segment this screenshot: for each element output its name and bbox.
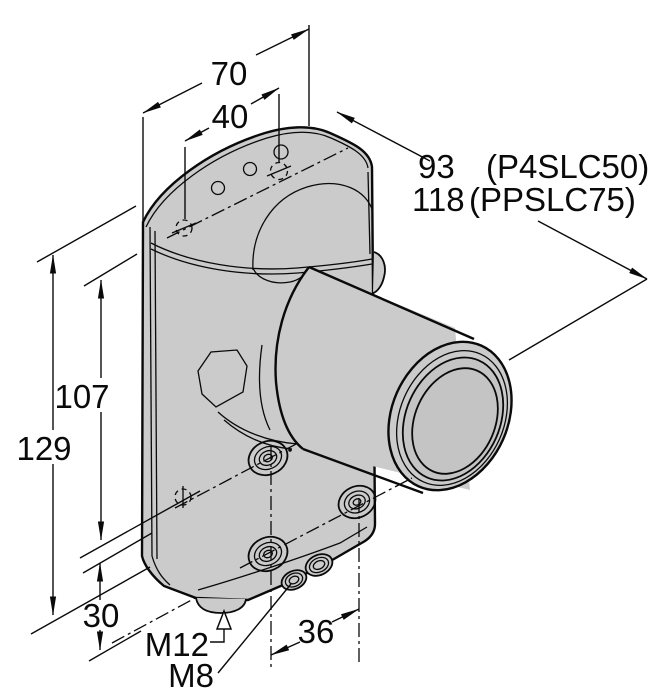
lens-rim-step (395, 349, 509, 487)
center-lines (111, 441, 413, 668)
lens-turret-top (252, 182, 374, 271)
right-edge-bump (372, 251, 386, 294)
screw-centerline-diagonal (174, 441, 301, 509)
bottom-connectors (195, 553, 334, 614)
barrel-top-edge (308, 265, 475, 341)
barrel-bottom-edge (302, 447, 424, 495)
top-face-edge-2 (150, 248, 373, 275)
dim-36-label: 36 (298, 613, 335, 650)
lens-barrel (274, 265, 513, 495)
m8-connector (280, 569, 308, 591)
dim-129-label: 129 (16, 430, 71, 467)
body-silhouette (140, 126, 377, 602)
dim-107: 107 (54, 253, 201, 559)
extension-line (79, 490, 201, 559)
extension-line (30, 566, 151, 635)
hole-tick (171, 222, 197, 234)
mounting-hole-top-right (269, 161, 289, 181)
dimension-line (142, 82, 203, 114)
m12-connector-dome (195, 597, 247, 614)
dim-93-value: 93 (418, 148, 455, 185)
screw-centerline-diagonal (239, 477, 413, 569)
barrel-base-arc (274, 266, 310, 450)
m12-pointer-stem (210, 629, 225, 643)
dim-40-label: 40 (212, 98, 249, 135)
dim-118-model: (PPSLC75) (469, 181, 636, 218)
m12-label: M12 (145, 626, 209, 663)
dimension-line (331, 608, 360, 623)
label-m8: M8 (168, 583, 292, 694)
lens-face (411, 367, 499, 475)
top-face-centerline (166, 147, 349, 239)
mounting-hole-top-left (175, 219, 193, 237)
front-plate-edge (149, 226, 153, 557)
dim-118-value: 118 (412, 181, 465, 218)
led-indicator (273, 144, 289, 160)
dim-40: 40 (184, 87, 280, 219)
bottom-chamfer-line (197, 526, 368, 591)
extension-line (36, 205, 137, 263)
hole-tick (266, 165, 292, 177)
dimension-annotations: 70 40 93 (P4SLC50) 118 (PPSLC75) 129 (16, 25, 649, 694)
dim-30-label: 30 (83, 597, 120, 634)
mounting-screw (337, 484, 377, 520)
clamp-contour (197, 349, 248, 408)
label-m12: M12 (145, 608, 233, 663)
neck-contour-2 (217, 411, 299, 445)
dim-129: 129 (16, 205, 151, 635)
dimension-line (537, 220, 648, 280)
dimension-line (255, 28, 310, 56)
dimension-line (184, 127, 210, 142)
front-plate-bottom-edge (151, 555, 171, 586)
extension-line (83, 253, 138, 287)
dim-30: 30 (82, 532, 153, 662)
right-edge-inner (367, 171, 371, 255)
detail-dot (288, 448, 292, 452)
dimension-line (250, 87, 280, 105)
led-indicator (242, 161, 258, 177)
dim-36: 36 (270, 608, 360, 656)
dim-70: 70 (142, 25, 310, 221)
m8-leader-line (217, 583, 292, 674)
front-plate-edge-2 (154, 230, 158, 560)
extension-line (82, 532, 153, 574)
sensor-body (140, 126, 386, 602)
neck-contour (258, 344, 271, 431)
extension-line (508, 278, 648, 361)
dim-107-label: 107 (54, 378, 109, 415)
m8-connector (304, 553, 334, 577)
dim-93-model: (P4SLC50) (486, 148, 649, 185)
dim-depth: 93 (P4SLC50) 118 (PPSLC75) (336, 111, 649, 361)
dimension-line (270, 641, 301, 656)
extension-line (88, 630, 142, 662)
dimension-line (336, 111, 431, 162)
led-indicator (210, 180, 226, 196)
m12-axis-line (111, 596, 198, 644)
top-chamfer-line (145, 131, 369, 228)
dim-70-label: 70 (211, 55, 248, 92)
m8-label: M8 (168, 657, 214, 694)
top-face-edge (150, 242, 373, 270)
